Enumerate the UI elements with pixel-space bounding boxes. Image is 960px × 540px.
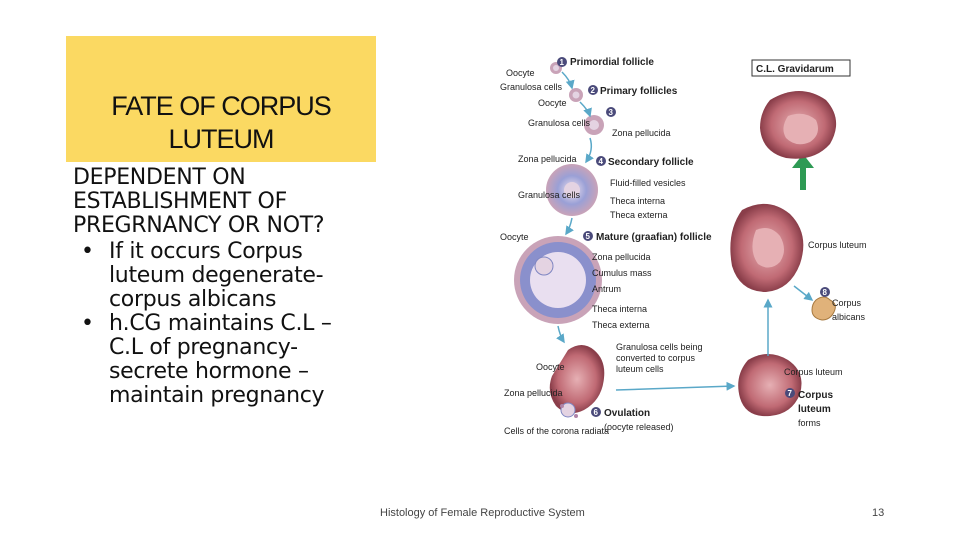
diagram-label: Theca interna [610,196,665,206]
diagram-label: Zona pellucida [592,252,651,262]
lead-question: DEPENDENT ON ESTABLISHMENT OF PREGRNANCY… [73,165,325,238]
slide-body: DEPENDENT ON ESTABLISHMENT OF PREGRNANCY… [73,166,363,408]
diagram-label: Corpus [798,390,833,401]
diagram-label: C.L. Gravidarum [756,64,834,75]
bullet-list: If it occurs Corpus luteum degenerate- c… [73,240,363,408]
bullet-item: If it occurs Corpus luteum degenerate- c… [73,240,363,312]
diagram-label: Ovulation [604,408,650,419]
diagram-label: Zona pellucida [518,154,577,164]
primary-follicle-graphic [569,88,583,102]
diagram-label: Granulosa cells [500,82,563,92]
diagram-label: Corpus luteum [808,240,867,250]
corpus-luteum-forming-graphic [738,354,802,417]
svg-text:7: 7 [788,389,793,398]
diagram-label: Cells of the corona radiata [504,426,609,436]
slide-title: FATE OF CORPUS LUTEUM [66,90,376,156]
secondary-follicle-graphic [546,164,598,216]
diagram-label: Corpus [832,298,862,308]
diagram-label: Mature (graafian) follicle [596,232,712,243]
slide-number: 13 [872,507,885,519]
title-highlight-box [66,36,376,162]
diagram-label: Granulosa cells [528,118,591,128]
step-badges: 1 2 3 4 5 6 7 8 [557,57,830,417]
svg-text:4: 4 [599,157,604,166]
diagram-label: forms [798,418,821,428]
slide-title-line2: LUTEUM [168,124,274,154]
svg-text:2: 2 [591,86,596,95]
diagram-label: Oocyte [536,362,565,372]
svg-text:5: 5 [586,232,591,241]
diagram-label: Antrum [592,284,621,294]
bullet-item: h.CG maintains C.L – C.L of pregnancy- s… [73,312,363,408]
svg-text:3: 3 [609,108,614,117]
diagram-label: albicans [832,312,866,322]
diagram-label: Oocyte [506,68,535,78]
diagram-label: Corpus luteum [784,367,843,377]
diagram-label: Theca externa [592,320,650,330]
pregnancy-arrow-graphic [792,154,814,190]
diagram-label: Zona pellucida [612,128,671,138]
diagram-label: luteum [798,404,831,415]
slide-footer: Histology of Female Reproductive System [380,507,585,519]
primary-follicle-graphic [584,115,604,135]
svg-text:1: 1 [560,58,565,67]
diagram-label: Oocyte [500,232,529,242]
cl-gravidarum-label-box [751,59,851,77]
diagram-label: Fluid-filled vesicles [610,178,686,188]
mature-follicle-graphic [514,236,602,324]
diagram-label: Theca interna [592,304,647,314]
diagram-label: (oocyte released) [604,422,674,432]
diagram-label: Primordial follicle [570,57,654,68]
corpus-luteum-graphic [730,203,804,292]
diagram-label: Oocyte [538,98,567,108]
svg-text:8: 8 [823,288,828,297]
ovarian-cycle-diagram: 1 2 3 4 5 6 7 8 Oocyte Granulosa cells P… [500,57,867,436]
diagram-label: Secondary follicle [608,157,694,168]
svg-text:6: 6 [594,408,599,417]
diagram-label: Zona pellucida [504,388,563,398]
ovulation-graphic [549,345,605,418]
diagram-label: Granulosa cells [518,190,581,200]
corpus-albicans-graphic [811,296,836,321]
cl-gravidarum-graphic [760,91,837,159]
diagram-label: Theca externa [610,210,668,220]
diagram-label: Primary follicles [600,86,678,97]
slide-title-line1: FATE OF CORPUS [111,91,332,121]
diagram-label: Cumulus mass [592,268,652,278]
